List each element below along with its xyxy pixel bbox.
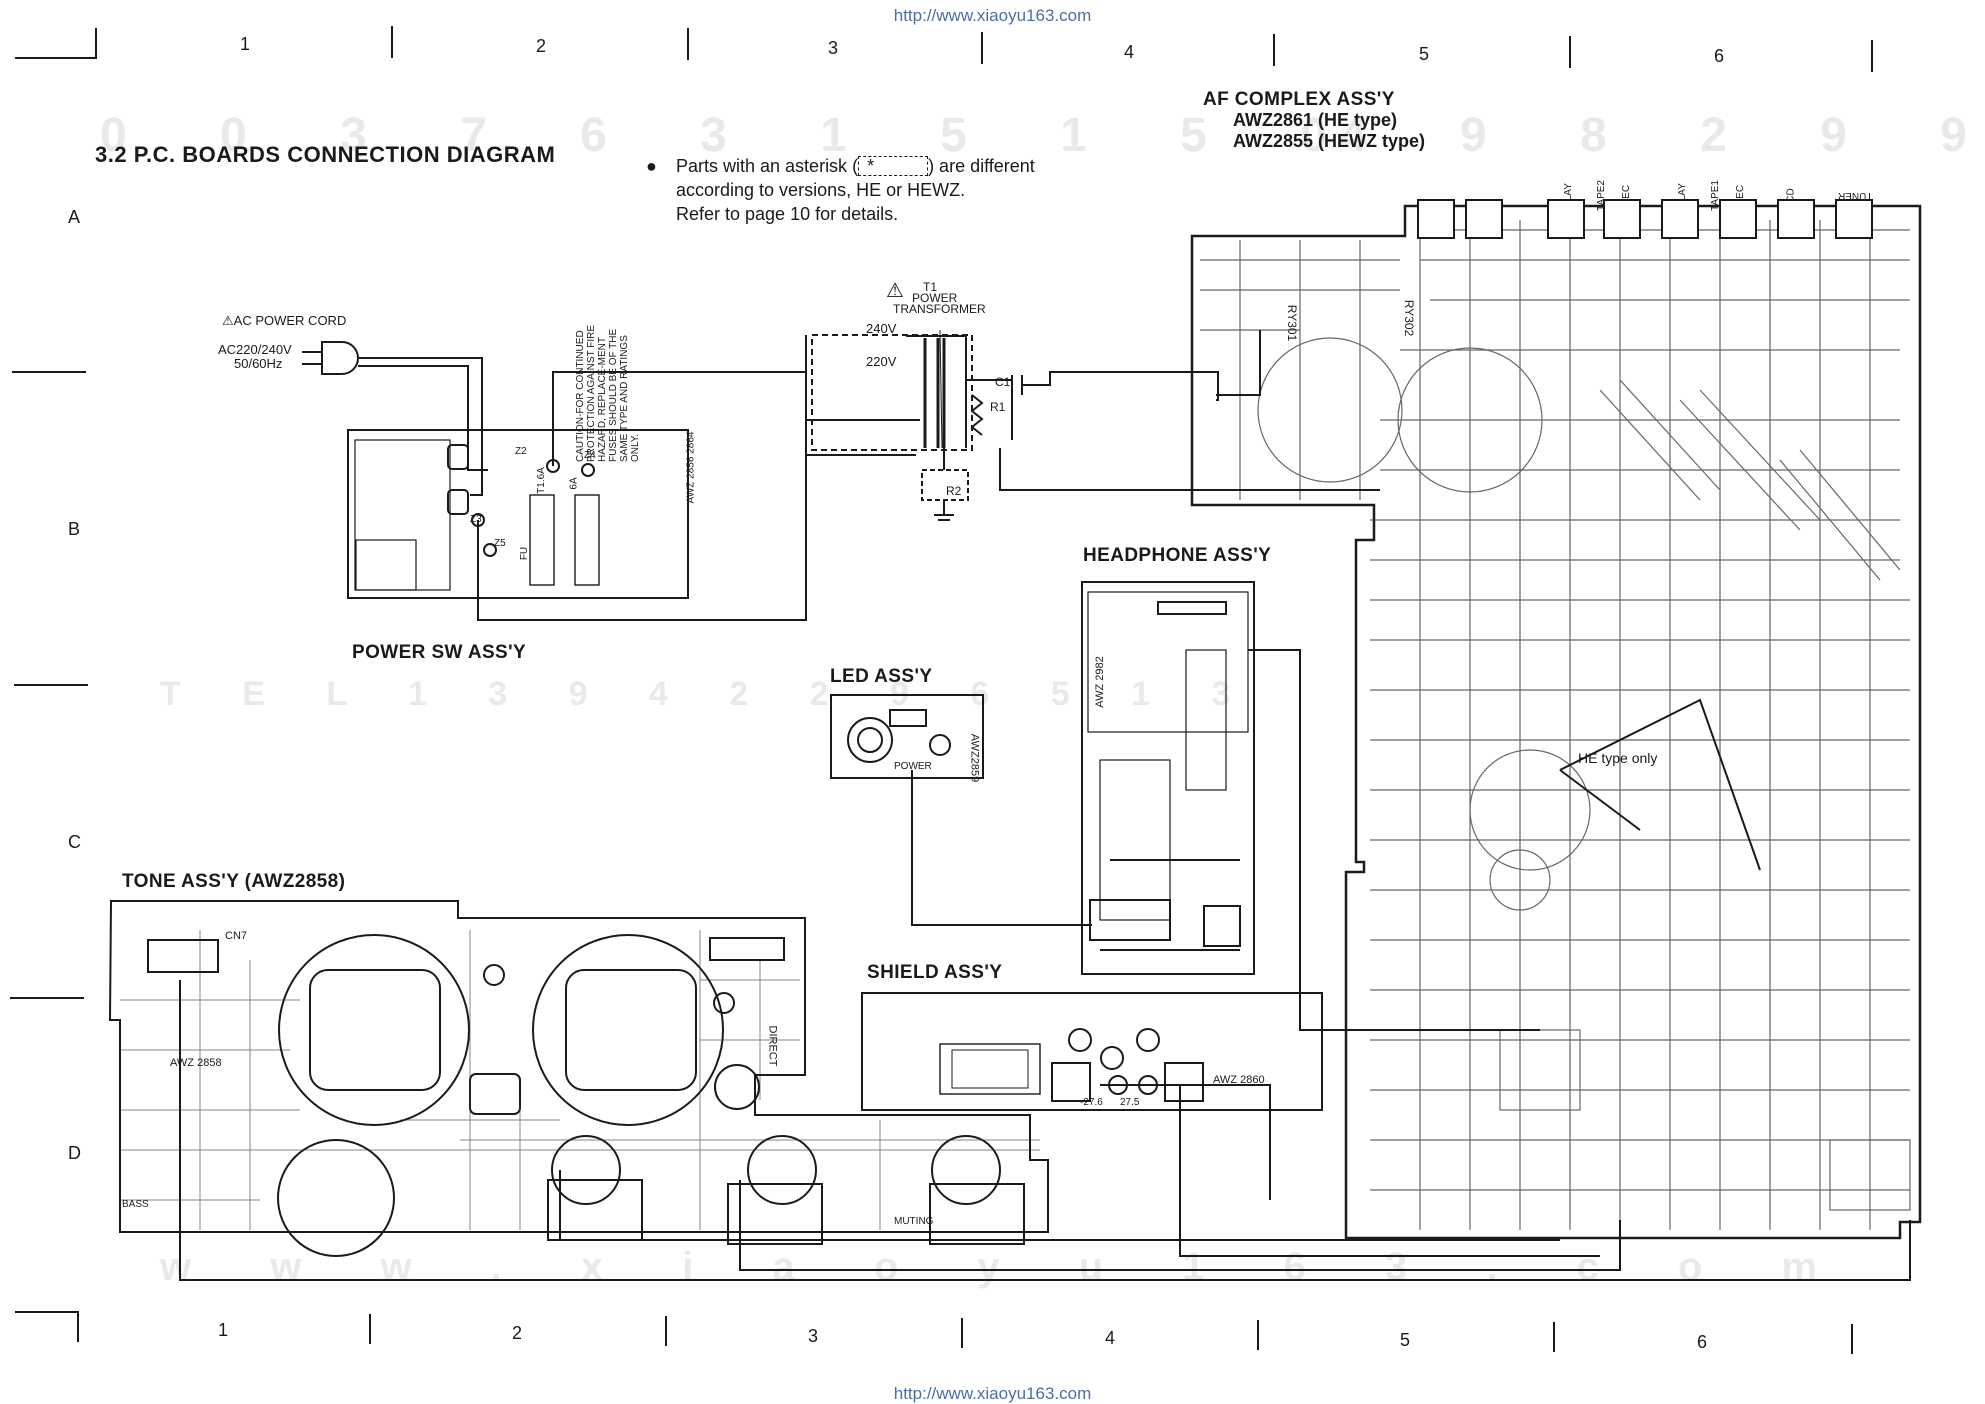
power-sw-pin-z2: Z2	[515, 446, 527, 457]
af-complex-part-he: AWZ2861 (HE type)	[1233, 110, 1398, 130]
grid-row-d: D	[68, 1143, 81, 1163]
grid-col-top-2: 2	[536, 36, 547, 56]
af-complex-part-hewz: AWZ2855 (HEWZ type)	[1233, 131, 1426, 151]
af-complex-board	[1190, 204, 1922, 1240]
grid-col-bottom-4: 4	[1105, 1328, 1116, 1348]
power-sw-pin-z5: Z5	[494, 538, 506, 549]
grid-row-b: B	[68, 519, 81, 539]
led-power-text: POWER	[894, 761, 932, 772]
power-sw-board	[347, 429, 689, 599]
grid-row-a: A	[68, 207, 81, 227]
tap-240v: 240V	[866, 321, 897, 336]
jack	[1417, 199, 1455, 239]
watermark-top-right: 4 9 8 2 9 9	[1340, 109, 1985, 162]
bullet-icon: ●	[646, 156, 657, 176]
grid-col-bottom-6: 6	[1697, 1332, 1708, 1352]
ac-cord-label: ⚠AC POWER CORD	[222, 313, 347, 328]
tone-pcb: AWZ 2858	[170, 1057, 222, 1069]
warning-icon: ⚠	[222, 313, 234, 328]
source-url-bottom[interactable]: http://www.xiaoyu163.com	[893, 1384, 1092, 1403]
tone-label: TONE ASS'Y (AWZ2858)	[122, 871, 346, 892]
jack	[1661, 199, 1699, 239]
led-label: LED ASS'Y	[830, 666, 933, 687]
af-complex-label: AF COMPLEX ASS'Y	[1203, 89, 1395, 110]
tone-cn7: CN7	[225, 930, 248, 942]
transformer-power: POWER	[912, 291, 958, 305]
resistor-r2: R2	[946, 484, 962, 498]
power-sw-pin-z4: Z4	[584, 450, 596, 461]
power-sw-pin-z3: Z3	[470, 514, 482, 525]
shield-pcb: AWZ 2860	[1213, 1074, 1265, 1086]
transformer-box	[811, 334, 973, 451]
watermark-mid: T E L 1 3 9 4 2 2 9 6 5 1 3	[160, 675, 1257, 713]
source-url-top[interactable]: http://www.xiaoyu163.com	[893, 6, 1092, 25]
note-line1-before: Parts with an asterisk (	[676, 156, 859, 176]
jack	[1603, 199, 1641, 239]
note-line1-after: ) are different	[928, 156, 1035, 176]
shield-label: SHIELD ASS'Y	[867, 962, 1003, 983]
shield-board	[861, 992, 1323, 1111]
tone-muting: MUTING	[894, 1216, 934, 1227]
grid-col-top-5: 5	[1419, 44, 1430, 64]
note-line2: according to versions, HE or HEWZ.	[676, 180, 966, 200]
shield-v2: 27.5	[1120, 1097, 1140, 1108]
jack	[1777, 199, 1815, 239]
headphone-board	[1081, 581, 1255, 975]
ac-plug	[321, 341, 359, 375]
grid-row-c: C	[68, 832, 81, 852]
grid-col-top-3: 3	[828, 38, 839, 58]
grid-col-top-6: 6	[1714, 46, 1725, 66]
grid-col-top-4: 4	[1124, 42, 1135, 62]
grid-col-bottom-3: 3	[808, 1326, 819, 1346]
watermark-bottom: w w w . x i a o y u 1 6 3 . c o m	[160, 1245, 1852, 1289]
watermark-top: 0 0 3 7 6 3 1 5 1 5 0	[100, 109, 1368, 162]
grid-col-bottom-1: 1	[218, 1320, 229, 1340]
jack	[1547, 199, 1585, 239]
tap-220v: 220V	[866, 354, 897, 369]
jack	[1835, 199, 1873, 239]
transformer-warning-icon: ⚠	[886, 280, 904, 302]
led-board	[830, 694, 984, 779]
shield-v1: -27.6	[1080, 1097, 1103, 1108]
note-asterisk-box: *	[858, 156, 929, 176]
power-sw-label: POWER SW ASS'Y	[352, 642, 527, 663]
transformer-label: TRANSFORMER	[893, 302, 986, 316]
resistor-r1: R1	[990, 400, 1006, 414]
ac-voltage: AC220/240V	[218, 342, 292, 357]
transformer-t1: T1	[923, 280, 938, 294]
tone-bass: BASS	[122, 1199, 149, 1210]
grid-col-top-1: 1	[240, 34, 251, 54]
jack	[1719, 199, 1757, 239]
tone-board	[108, 900, 1049, 1233]
note-line3: Refer to page 10 for details.	[676, 204, 899, 224]
asterisk-note: ● Parts with an asterisk (*) are differe…	[646, 154, 1035, 226]
headphone-label: HEADPHONE ASS'Y	[1083, 545, 1272, 566]
ac-freq: 50/60Hz	[234, 356, 283, 371]
diagram-title: 3.2 P.C. BOARDS CONNECTION DIAGRAM	[95, 142, 556, 167]
corner-mark-tl	[15, 28, 97, 59]
he-type-only-label: HE type only	[1578, 750, 1658, 766]
cap-c1: C1	[995, 375, 1011, 389]
grid-col-bottom-2: 2	[512, 1323, 523, 1343]
jack	[1465, 199, 1503, 239]
corner-mark-bl	[15, 1311, 79, 1342]
grid-col-bottom-5: 5	[1400, 1330, 1411, 1350]
